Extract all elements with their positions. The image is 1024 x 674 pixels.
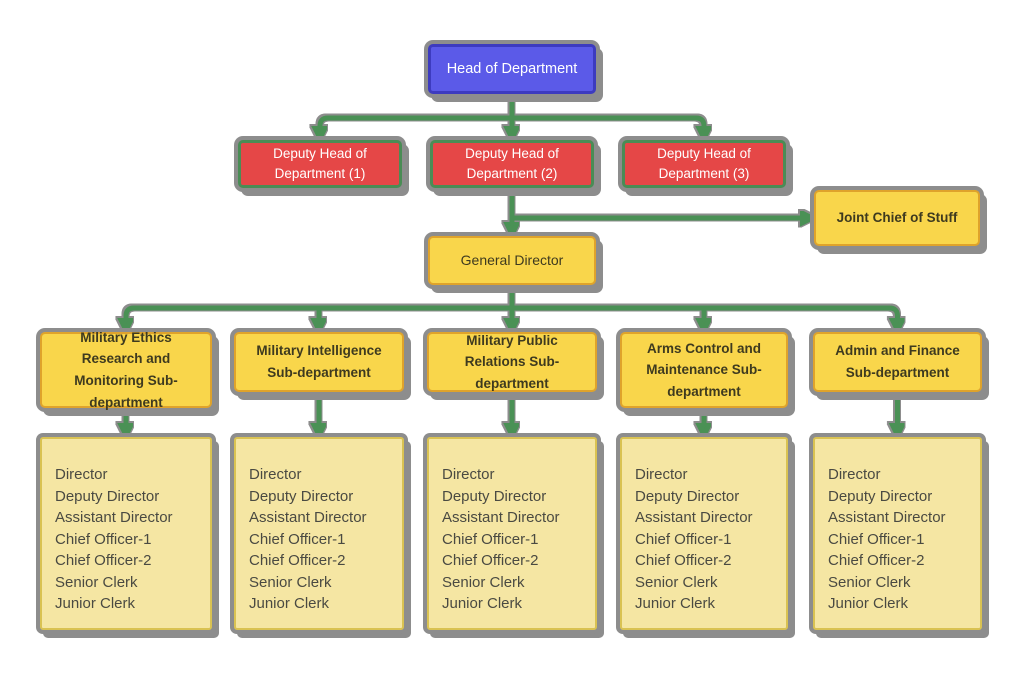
staff-role: Director: [635, 466, 688, 483]
staff-role: Director: [249, 466, 302, 483]
staff-role: Deputy Director: [249, 487, 354, 505]
node-sub-dept-arms-control: Arms Control and Maintenance Sub-departm…: [620, 332, 788, 408]
staff-role: Assistant Director: [635, 509, 753, 526]
node-label: Head of Department: [446, 61, 578, 77]
staff-role: Chief Officer-2: [249, 552, 346, 569]
staff-role: Junior Clerk: [249, 595, 330, 612]
staff-role: Deputy Director: [828, 487, 933, 505]
staff-role: Assistant Director: [442, 509, 560, 526]
node-label: Deputy Head of Department (2): [465, 146, 559, 181]
staff-role: Chief Officer-1: [442, 530, 539, 548]
staff-role: Assistant Director: [249, 509, 367, 526]
staff-role: Chief Officer-2: [442, 552, 539, 569]
node-label: Joint Chief of Stuff: [836, 210, 958, 226]
staff-role: Assistant Director: [828, 509, 946, 526]
node-sub-dept-military-ethics: Military Ethics Research and Monitoring …: [40, 330, 212, 410]
node-sub-dept-military-intelligence: Military Intelligence Sub-department: [234, 332, 404, 392]
staff-role: Deputy Director: [55, 487, 160, 505]
staff-role: Chief Officer-1: [635, 530, 732, 548]
staff-role: Junior Clerk: [442, 595, 523, 612]
staff-role: Director: [828, 466, 881, 483]
node-deputy-head-2: Deputy Head of Department (2): [430, 140, 594, 188]
staff-role: Senior Clerk: [55, 573, 138, 591]
staff-role: Director: [55, 466, 108, 483]
staff-role: Deputy Director: [442, 487, 547, 505]
staff-role: Chief Officer-1: [249, 530, 346, 548]
staff-role: Director: [442, 466, 495, 483]
staff-role: Assistant Director: [55, 509, 173, 526]
node-label: Admin and Finance Sub-department: [835, 343, 960, 380]
staff-role: Chief Officer-1: [55, 530, 152, 548]
staff-role: Senior Clerk: [442, 573, 525, 591]
staff-role: Chief Officer-2: [635, 552, 732, 569]
staff-role: Senior Clerk: [828, 573, 911, 591]
node-label: Military Ethics Research and Monitoring …: [74, 329, 178, 410]
staff-role: Junior Clerk: [635, 595, 716, 612]
node-deputy-head-1: Deputy Head of Department (1): [238, 140, 402, 188]
node-head-of-department: Head of Department: [428, 44, 596, 94]
node-deputy-head-3: Deputy Head of Department (3): [622, 140, 786, 188]
node-general-director: General Director: [428, 236, 596, 285]
staff-role: Chief Officer-2: [55, 552, 152, 569]
staff-role: Senior Clerk: [249, 573, 332, 591]
node-sub-dept-public-relations: Military Public Relations Sub-department: [427, 332, 597, 392]
staff-role: Junior Clerk: [828, 595, 909, 612]
node-joint-chief-of-stuff: Joint Chief of Stuff: [814, 190, 980, 246]
node-sub-dept-admin-finance: Admin and Finance Sub-department: [813, 332, 982, 392]
node-label: Arms Control and Maintenance Sub-departm…: [646, 340, 762, 399]
node-label: Deputy Head of Department (1): [273, 146, 367, 181]
staff-role: Senior Clerk: [635, 573, 718, 591]
staff-role: Chief Officer-2: [828, 552, 925, 569]
staff-role: Deputy Director: [635, 487, 740, 505]
node-label: Deputy Head of Department (3): [657, 146, 751, 181]
node-label: Military Public Relations Sub-department: [464, 332, 560, 391]
node-label: General Director: [460, 252, 564, 269]
staff-role: Chief Officer-1: [828, 530, 925, 548]
node-label: Military Intelligence Sub-department: [256, 343, 382, 380]
staff-role: Junior Clerk: [55, 595, 136, 612]
